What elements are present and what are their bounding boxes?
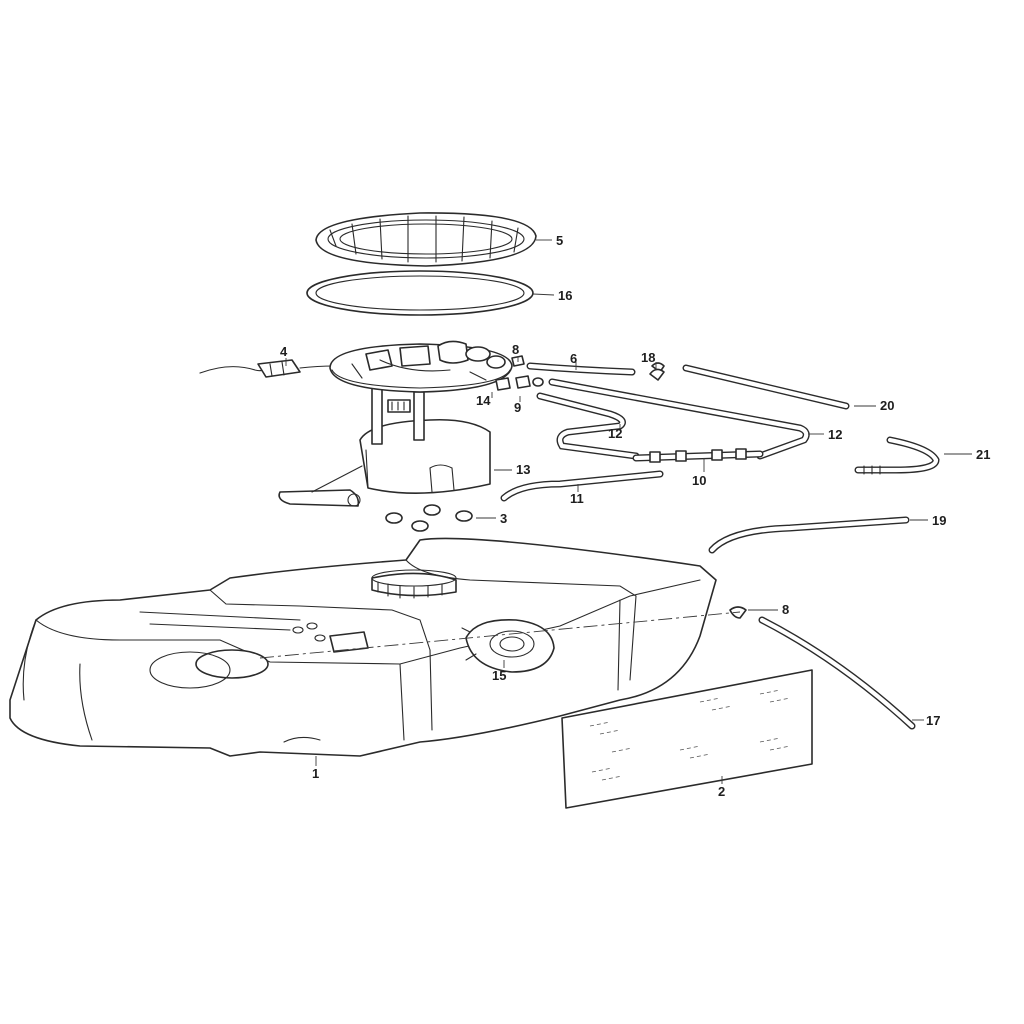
callout-8-lower: 8 <box>782 602 789 617</box>
pipe-10 <box>632 448 764 463</box>
hose-6 <box>526 362 636 376</box>
callout-3: 3 <box>500 511 507 526</box>
leader-lines <box>259 239 972 784</box>
callout-12-upper: 12 <box>828 427 842 442</box>
callout-4: 4 <box>280 344 288 359</box>
callout-2: 2 <box>718 784 725 799</box>
callout-12-lower: 12 <box>608 426 622 441</box>
callout-14: 14 <box>476 393 491 408</box>
callout-11: 11 <box>570 491 584 506</box>
pipe-12-short <box>536 392 640 460</box>
hose-21 <box>854 436 940 475</box>
callout-8-upper: 8 <box>512 342 519 357</box>
callout-17: 17 <box>926 713 940 728</box>
callout-13: 13 <box>516 462 530 477</box>
hose-17 <box>758 616 916 730</box>
locking-ring <box>315 212 537 267</box>
callout-19: 19 <box>932 513 946 528</box>
grommets <box>385 504 473 532</box>
callout-5: 5 <box>556 233 563 248</box>
hose-11 <box>500 470 664 502</box>
callouts: 5 16 4 8 6 18 20 14 9 12 12 21 13 10 11 … <box>280 233 990 799</box>
callout-20: 20 <box>880 398 894 413</box>
callout-21: 21 <box>976 447 990 462</box>
fuel-tank <box>9 537 717 757</box>
pipe-20 <box>682 364 850 410</box>
callout-1: 1 <box>312 766 319 781</box>
heat-shield-panel <box>561 669 813 809</box>
gasket-seal <box>306 270 534 316</box>
clip-18 <box>649 368 665 381</box>
callout-6: 6 <box>570 351 577 366</box>
callout-16: 16 <box>558 288 572 303</box>
wiring-connector <box>199 359 335 378</box>
pipe-12-long <box>548 378 810 460</box>
sender-unit <box>461 619 555 673</box>
hose-19 <box>708 516 910 554</box>
callout-10: 10 <box>692 473 706 488</box>
callout-9: 9 <box>514 400 521 415</box>
callout-18: 18 <box>641 350 655 365</box>
fuel-pump-module <box>278 340 513 507</box>
callout-15: 15 <box>492 668 506 683</box>
